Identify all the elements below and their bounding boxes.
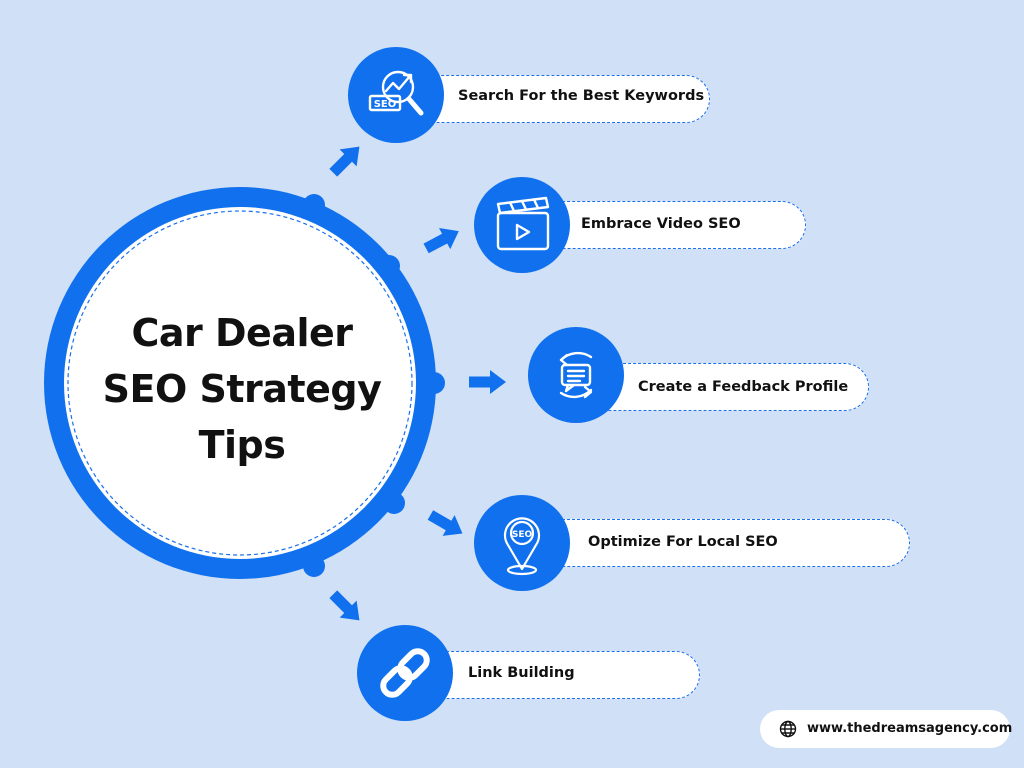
local-seo-pin-icon: SEO bbox=[503, 517, 541, 576]
tip-label-keywords: Search For the Best Keywords bbox=[458, 88, 705, 104]
arrow-1 bbox=[329, 146, 360, 177]
tip-icon-circle-video bbox=[474, 177, 570, 273]
tip-icon-circle-feedback bbox=[528, 327, 624, 423]
diagram-title: Car Dealer SEO Strategy Tips bbox=[92, 305, 392, 473]
seo-search-icon: SEO bbox=[368, 70, 424, 116]
chain-link-icon bbox=[380, 648, 430, 698]
svg-text:SEO: SEO bbox=[512, 530, 533, 540]
central-ring bbox=[44, 187, 436, 579]
tip-card-keywords bbox=[396, 75, 710, 123]
globe-icon bbox=[779, 720, 797, 738]
ring-dots bbox=[303, 194, 445, 577]
arrow-3 bbox=[469, 370, 506, 394]
title-line-1: Car Dealer bbox=[131, 311, 354, 355]
tip-icon-circle-local: SEO bbox=[474, 495, 570, 591]
tip-label-video: Embrace Video SEO bbox=[581, 216, 741, 232]
tip-card-local bbox=[522, 519, 910, 567]
title-line-3: Tips bbox=[198, 423, 286, 467]
website-url[interactable]: www.thedreamsagency.com bbox=[807, 721, 1013, 736]
arrow-2 bbox=[423, 227, 459, 254]
title-line-2: SEO Strategy bbox=[102, 367, 382, 411]
tip-icon-circle-link-building bbox=[357, 625, 453, 721]
tip-label-local: Optimize For Local SEO bbox=[588, 534, 778, 550]
arrow-5 bbox=[329, 590, 360, 621]
arrow-4 bbox=[427, 510, 463, 536]
tip-label-feedback: Create a Feedback Profile bbox=[638, 379, 849, 395]
tip-card-feedback bbox=[578, 363, 869, 411]
svg-text:SEO: SEO bbox=[374, 99, 397, 110]
connector-arrows bbox=[329, 146, 506, 621]
tip-label-link-building: Link Building bbox=[468, 665, 575, 681]
tip-icon-circle-keywords: SEO bbox=[348, 47, 444, 143]
tip-card-link-building bbox=[406, 651, 700, 699]
feedback-chat-icon bbox=[559, 351, 593, 399]
video-clapperboard-icon bbox=[496, 196, 550, 251]
website-badge[interactable]: www.thedreamsagency.com bbox=[760, 710, 1013, 748]
